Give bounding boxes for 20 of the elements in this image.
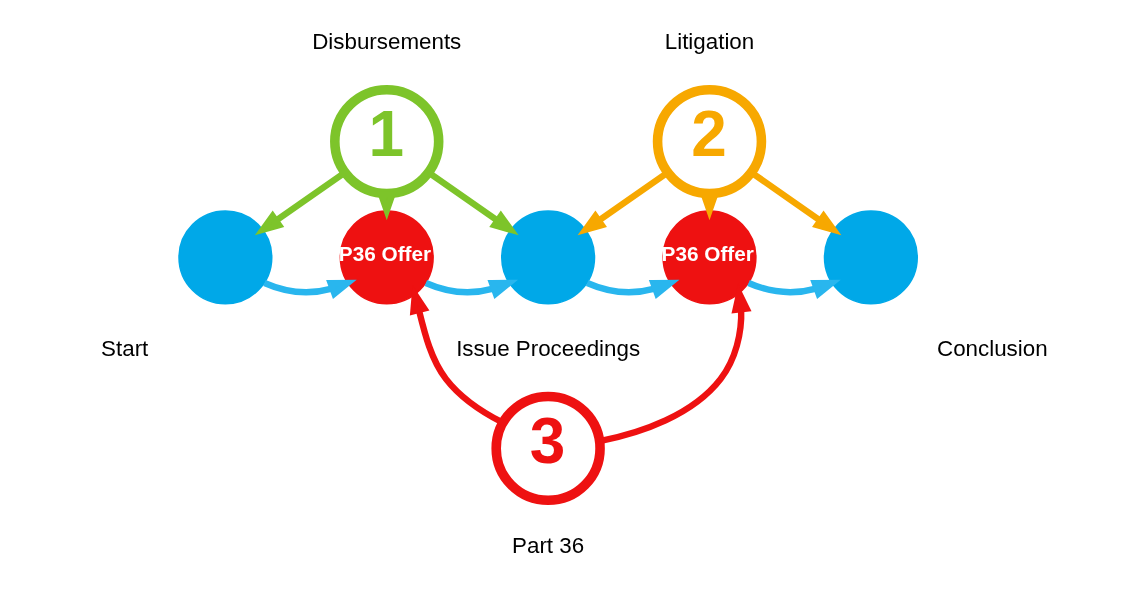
- node-label: Start: [100, 336, 148, 362]
- node-circle: [500, 210, 595, 305]
- node-circle: P36 Offer: [339, 210, 434, 305]
- node-circle: 3: [490, 391, 605, 506]
- arrow: [254, 169, 347, 236]
- node-circle: [177, 210, 273, 305]
- node-label: Disbursements: [311, 29, 461, 55]
- node-label: Conclusion: [936, 336, 1048, 362]
- arrow: [585, 279, 679, 299]
- arrow: [424, 279, 518, 299]
- node-label: Issue Proceedings: [455, 336, 640, 362]
- node-circle: P36 Offer: [661, 210, 757, 305]
- node-circle: [823, 210, 918, 305]
- arrow: [577, 169, 669, 236]
- node-label: Part 36: [511, 532, 584, 558]
- arrow: [746, 279, 841, 299]
- node-circle: 1: [329, 84, 443, 199]
- node-circle: 2: [652, 84, 766, 199]
- node-label: Litigation: [664, 29, 754, 55]
- arrow: [262, 279, 357, 299]
